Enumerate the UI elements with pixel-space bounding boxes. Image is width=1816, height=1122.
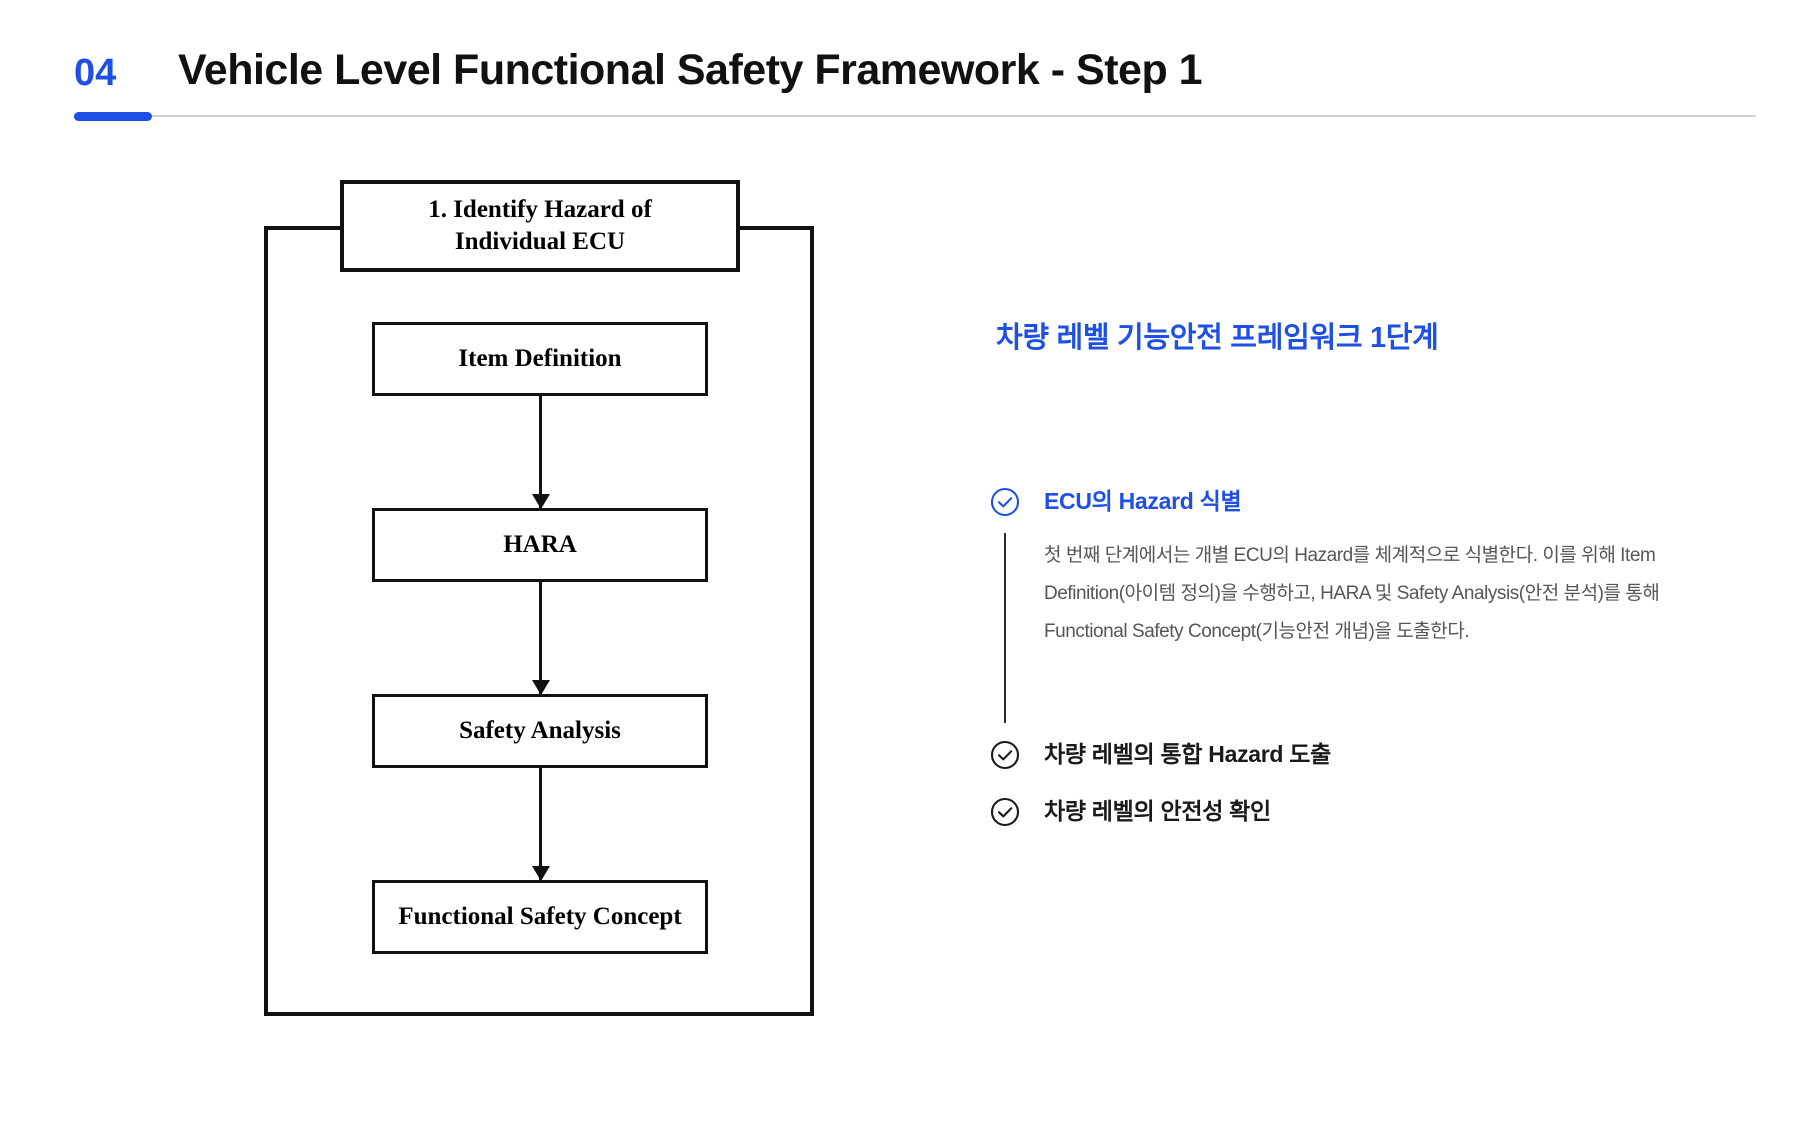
flowchart-title-label: 1. Identify Hazard of Individual ECU — [428, 196, 652, 255]
checklist-item-2: 차량 레벨의 통합 Hazard 도출 — [990, 740, 1331, 770]
flow-node-label: Item Definition — [458, 345, 622, 372]
flow-node-item-definition: Item Definition — [372, 322, 708, 396]
check-circle-icon — [990, 487, 1020, 517]
checklist-connector-line — [1004, 533, 1006, 723]
flowchart-diagram: 1. Identify Hazard of Individual ECU Ite… — [0, 0, 820, 1122]
checklist-item-1: ECU의 Hazard 식별 — [990, 487, 1242, 517]
header-accent-bar — [74, 112, 152, 121]
down-arrow-icon — [539, 396, 542, 508]
header-divider — [74, 115, 1756, 117]
check-circle-icon — [990, 797, 1020, 827]
description-panel: 차량 레벨 기능안전 프레임워크 1단계 ECU의 Hazard 식별 첫 번째… — [990, 0, 1780, 1122]
flow-node-hara: HARA — [372, 508, 708, 582]
down-arrow-icon — [539, 768, 542, 880]
checklist-item-label: ECU의 Hazard 식별 — [1044, 488, 1242, 515]
flow-node-label: Functional Safety Concept — [398, 903, 682, 930]
flowchart-title-box: 1. Identify Hazard of Individual ECU — [340, 180, 740, 272]
checklist-item-label: 차량 레벨의 안전성 확인 — [1044, 798, 1271, 825]
checklist-item-3: 차량 레벨의 안전성 확인 — [990, 797, 1271, 827]
section-number: 04 — [74, 52, 117, 94]
flow-node-functional-safety-concept: Functional Safety Concept — [372, 880, 708, 954]
checklist-item-label: 차량 레벨의 통합 Hazard 도출 — [1044, 741, 1331, 768]
down-arrow-icon — [539, 582, 542, 694]
panel-heading: 차량 레벨 기능안전 프레임워크 1단계 — [996, 322, 1439, 354]
page-title: Vehicle Level Functional Safety Framewor… — [178, 46, 1203, 94]
flow-node-label: Safety Analysis — [459, 717, 621, 744]
page-header: 04 Vehicle Level Functional Safety Frame… — [0, 0, 1816, 130]
flow-node-safety-analysis: Safety Analysis — [372, 694, 708, 768]
checklist-item-1-body: 첫 번째 단계에서는 개별 ECU의 Hazard를 체계적으로 식별한다. 이… — [1044, 545, 1660, 642]
check-circle-icon — [990, 740, 1020, 770]
flow-node-label: HARA — [503, 531, 577, 558]
